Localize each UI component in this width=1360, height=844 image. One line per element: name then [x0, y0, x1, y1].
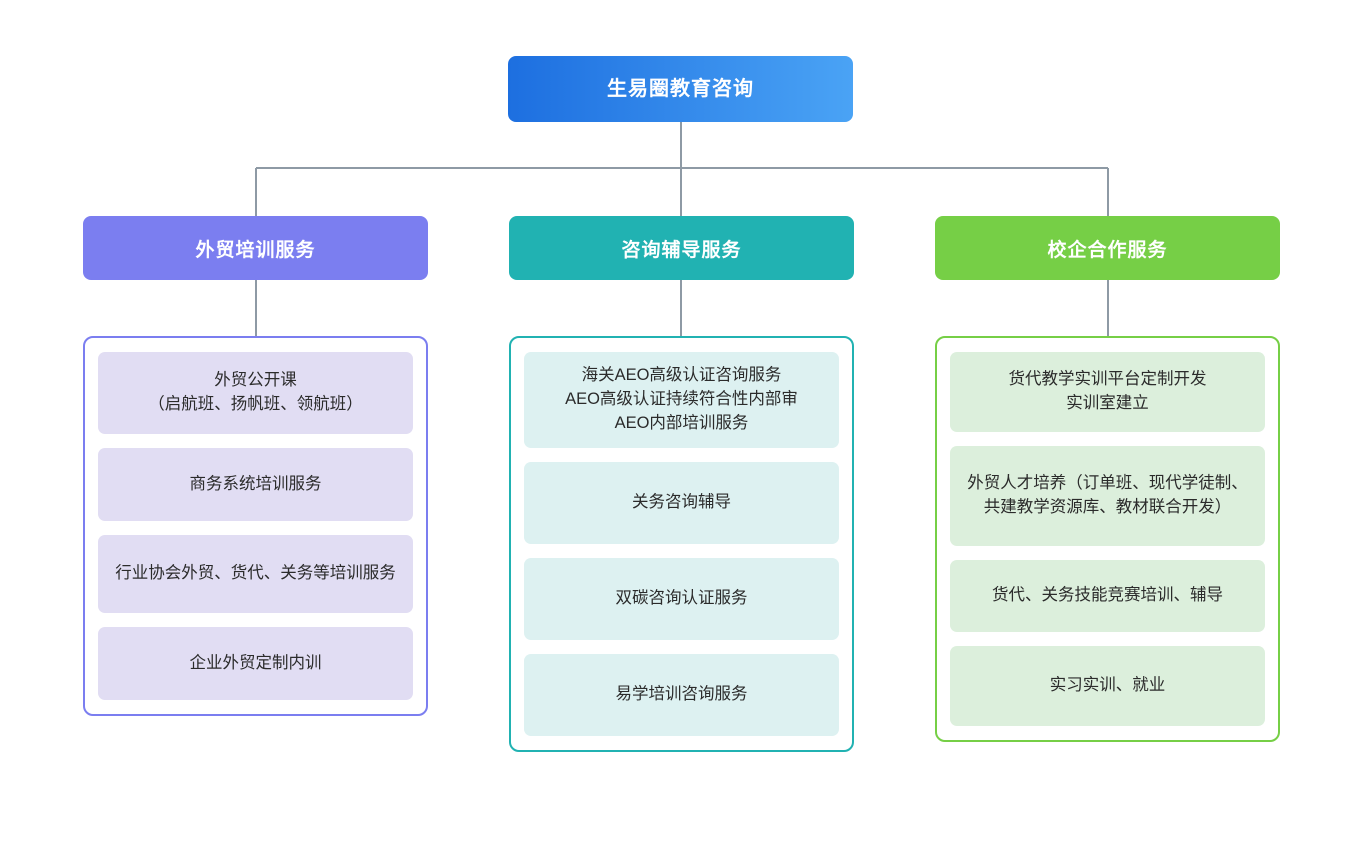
- leaf-node[interactable]: 外贸公开课 （启航班、扬帆班、领航班）: [98, 352, 413, 434]
- leaf-node-label: 行业协会外贸、货代、关务等培训服务: [115, 564, 396, 583]
- branch-container-1: 外贸公开课 （启航班、扬帆班、领航班） 商务系统培训服务 行业协会外贸、货代、关…: [83, 336, 428, 716]
- root-node-label: 生易圈教育咨询: [607, 78, 754, 100]
- branch-column-3: 校企合作服务 货代教学实训平台定制开发 实训室建立 外贸人才培养（订单班、现代学…: [935, 216, 1280, 742]
- root-node[interactable]: 生易圈教育咨询: [508, 56, 853, 122]
- branch-header-1[interactable]: 外贸培训服务: [83, 216, 428, 280]
- leaf-node[interactable]: 货代、关务技能竞赛培训、辅导: [950, 560, 1265, 632]
- branch-header-label-3: 校企合作服务: [1047, 239, 1168, 261]
- leaf-node-label: 货代、关务技能竞赛培训、辅导: [992, 586, 1223, 605]
- leaf-node-label: 企业外贸定制内训: [189, 653, 322, 672]
- leaf-node[interactable]: 商务系统培训服务: [98, 448, 413, 521]
- leaf-node[interactable]: 货代教学实训平台定制开发 实训室建立: [950, 352, 1265, 432]
- leaf-node-label: 海关AEO高级认证咨询服务 AEO高级认证持续符合性内部审 AEO内部培训服务: [565, 366, 798, 432]
- branch-container-2: 海关AEO高级认证咨询服务 AEO高级认证持续符合性内部审 AEO内部培训服务 …: [509, 336, 854, 752]
- leaf-node[interactable]: 企业外贸定制内训: [98, 627, 413, 700]
- branch-header-label-1: 外贸培训服务: [195, 239, 316, 261]
- branch-column-2: 咨询辅导服务 海关AEO高级认证咨询服务 AEO高级认证持续符合性内部审 AEO…: [509, 216, 854, 752]
- branch-column-1: 外贸培训服务 外贸公开课 （启航班、扬帆班、领航班） 商务系统培训服务 行业协会…: [83, 216, 428, 716]
- leaf-node-label: 商务系统培训服务: [189, 474, 322, 493]
- branch-header-3[interactable]: 校企合作服务: [935, 216, 1280, 280]
- leaf-node-label: 外贸公开课 （启航班、扬帆班、领航班）: [148, 371, 363, 413]
- leaf-node-label: 关务咨询辅导: [632, 493, 731, 512]
- leaf-node[interactable]: 实习实训、就业: [950, 646, 1265, 726]
- branch-container-3: 货代教学实训平台定制开发 实训室建立 外贸人才培养（订单班、现代学徒制、共建教学…: [935, 336, 1280, 742]
- leaf-node[interactable]: 行业协会外贸、货代、关务等培训服务: [98, 535, 413, 613]
- leaf-node-label: 双碳咨询认证服务: [615, 589, 748, 608]
- leaf-node-label: 外贸人才培养（订单班、现代学徒制、共建教学资源库、教材联合开发）: [967, 474, 1248, 516]
- leaf-node[interactable]: 易学培训咨询服务: [524, 654, 839, 736]
- leaf-node-label: 实习实训、就业: [1049, 676, 1166, 695]
- leaf-node-label: 易学培训咨询服务: [615, 685, 748, 704]
- leaf-node[interactable]: 外贸人才培养（订单班、现代学徒制、共建教学资源库、教材联合开发）: [950, 446, 1265, 546]
- leaf-node[interactable]: 关务咨询辅导: [524, 462, 839, 544]
- leaf-node[interactable]: 双碳咨询认证服务: [524, 558, 839, 640]
- branch-header-2[interactable]: 咨询辅导服务: [509, 216, 854, 280]
- branch-header-label-2: 咨询辅导服务: [621, 239, 742, 261]
- leaf-node-label: 货代教学实训平台定制开发 实训室建立: [1008, 370, 1207, 412]
- leaf-node[interactable]: 海关AEO高级认证咨询服务 AEO高级认证持续符合性内部审 AEO内部培训服务: [524, 352, 839, 448]
